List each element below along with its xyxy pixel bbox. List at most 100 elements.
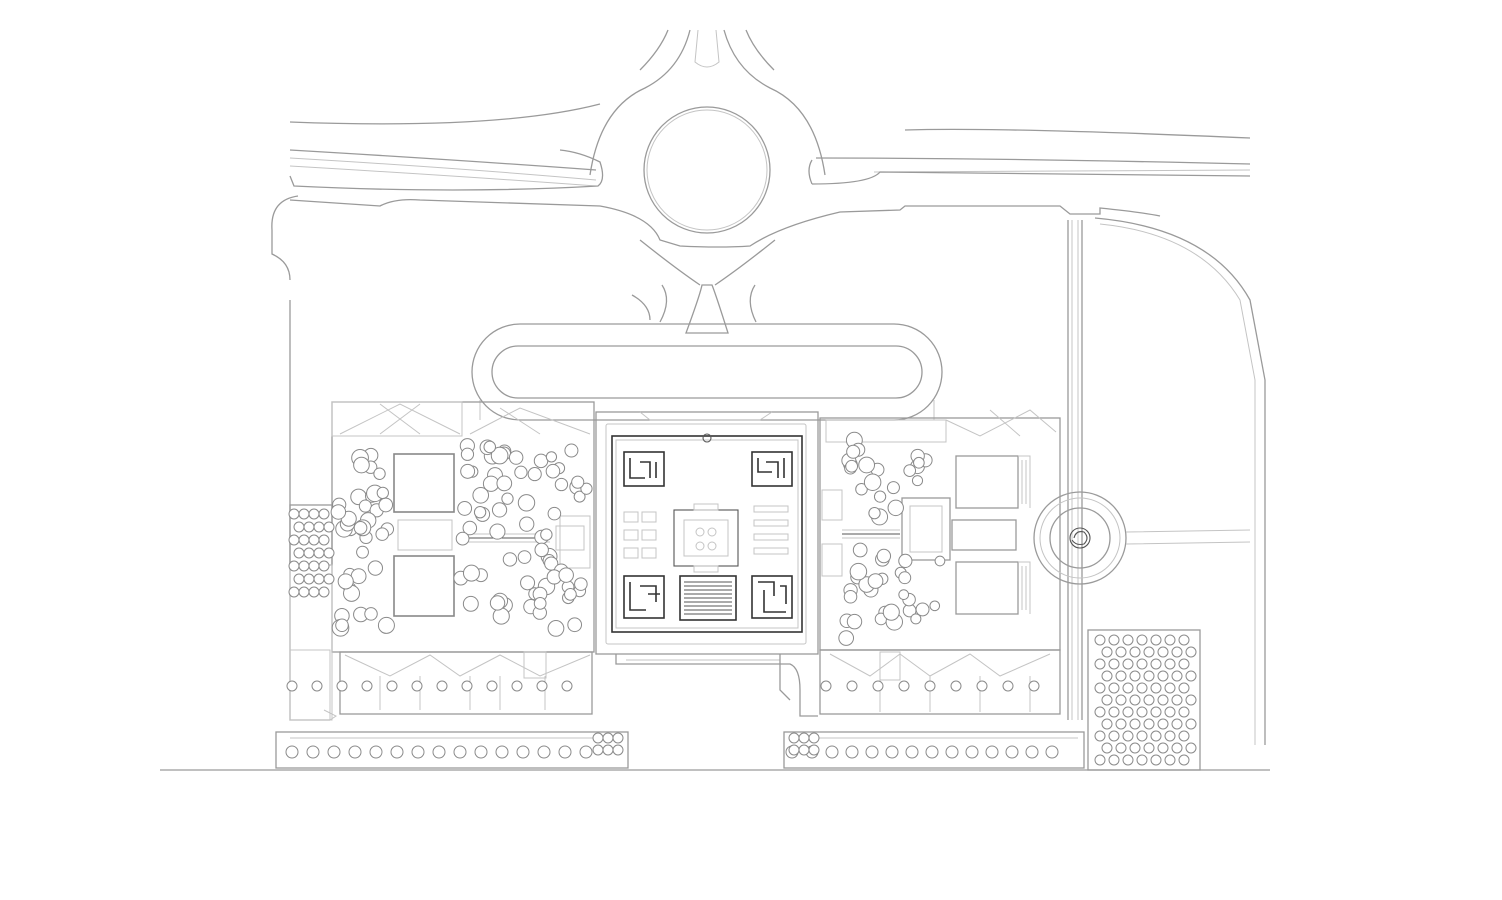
tree-row-south	[561, 680, 573, 692]
tree-orchard	[1164, 658, 1176, 670]
tree-grove-west	[376, 486, 389, 500]
tree-row-south	[924, 680, 936, 692]
tree-group-parking	[612, 744, 624, 756]
tree-orchard	[1094, 682, 1106, 694]
core-southeast	[751, 575, 793, 619]
tree-grove-west	[519, 516, 535, 532]
tree-row-parking	[825, 745, 839, 759]
tree-grove-west	[533, 453, 549, 469]
tree-grove-west	[462, 520, 478, 536]
tree-row-west-annex	[323, 547, 335, 559]
tree-orchard	[1171, 646, 1183, 658]
tree-orchard	[1115, 646, 1127, 658]
tree-grove-east	[867, 573, 884, 589]
tree-grove-west	[472, 486, 490, 504]
tree-orchard	[1094, 754, 1106, 766]
tree-grove-west	[540, 528, 553, 541]
tree-row-parking	[369, 745, 383, 759]
tree-grove-west	[356, 545, 369, 559]
tree-row-south	[1002, 680, 1014, 692]
tree-grove-east	[934, 555, 946, 567]
tree-grove-west	[473, 506, 487, 519]
tree-orchard	[1094, 730, 1106, 742]
tree-orchard	[1108, 730, 1120, 742]
tree-row-west-annex	[318, 508, 330, 520]
tree-orchard	[1185, 646, 1197, 658]
tree-grove-west	[567, 617, 583, 633]
tree-orchard	[1122, 634, 1134, 646]
tree-orchard	[1136, 682, 1148, 694]
tree-group-parking	[788, 732, 800, 744]
tree-grove-east	[838, 630, 855, 646]
tree-row-west-annex	[308, 560, 320, 572]
tree-grove-east	[882, 603, 900, 621]
tree-grove-east	[887, 499, 904, 517]
tree-grove-west	[534, 542, 549, 558]
tree-group-parking	[602, 732, 614, 744]
tree-orchard	[1108, 754, 1120, 766]
trees	[285, 431, 1197, 766]
tree-grove-west	[520, 575, 536, 591]
tree-grove-west	[377, 616, 395, 634]
tree-orchard	[1108, 658, 1120, 670]
tree-grove-west	[573, 490, 586, 503]
tree-grove-east	[846, 444, 861, 459]
tree-orchard	[1171, 694, 1183, 706]
tree-orchard	[1101, 670, 1113, 682]
tree-row-south	[461, 680, 473, 692]
tree-group-parking	[602, 744, 614, 756]
tree-grove-west	[373, 467, 386, 480]
tree-grove-west	[367, 560, 384, 576]
tree-grove-west	[527, 467, 542, 482]
tree-row-south	[386, 680, 398, 692]
tree-grove-west	[364, 607, 378, 621]
central-atrium	[673, 503, 739, 573]
tree-orchard	[1143, 670, 1155, 682]
tree-row-south	[846, 680, 858, 692]
tree-group-parking	[808, 732, 820, 744]
tree-row-parking	[1045, 745, 1059, 759]
tree-row-parking	[885, 745, 899, 759]
tree-orchard	[1178, 754, 1190, 766]
tree-grove-west	[496, 475, 513, 492]
tree-row-west-annex	[313, 573, 325, 585]
tree-grove-west	[492, 607, 510, 625]
tree-orchard	[1171, 670, 1183, 682]
tree-orchard	[1157, 742, 1169, 754]
tree-orchard	[1150, 706, 1162, 718]
drop-off-loop	[471, 323, 943, 421]
tree-grove-east	[849, 562, 868, 581]
tree-row-parking	[845, 745, 859, 759]
tree-row-west-annex	[303, 547, 315, 559]
tree-row-west-annex	[318, 586, 330, 598]
tree-orchard	[1178, 634, 1190, 646]
roundabout	[589, 29, 826, 286]
tree-row-west-annex	[303, 521, 315, 533]
tree-row-parking	[905, 745, 919, 759]
tree-grove-east	[846, 613, 863, 630]
tree-grove-west	[508, 450, 524, 465]
tree-grove-west	[547, 620, 565, 637]
tree-row-south	[311, 680, 323, 692]
tree-orchard	[1185, 742, 1197, 754]
tree-group-parking	[798, 732, 810, 744]
tree-row-west-annex	[313, 521, 325, 533]
tree-group-parking	[592, 744, 604, 756]
tree-group-parking	[612, 732, 624, 744]
tree-grove-east	[898, 589, 910, 601]
tree-orchard	[1115, 718, 1127, 730]
west-garden	[331, 401, 595, 653]
tree-orchard	[1122, 730, 1134, 742]
tree-row-south	[361, 680, 373, 692]
tree-orchard	[1094, 658, 1106, 670]
central-stair	[679, 575, 737, 621]
tree-row-parking	[558, 745, 572, 759]
tree-orchard	[1129, 694, 1141, 706]
tree-orchard	[1136, 706, 1148, 718]
tree-row-south	[950, 680, 962, 692]
tree-row-parking	[453, 745, 467, 759]
tree-grove-west	[501, 492, 514, 505]
tree-orchard	[1143, 718, 1155, 730]
tree-grove-west	[353, 456, 370, 474]
